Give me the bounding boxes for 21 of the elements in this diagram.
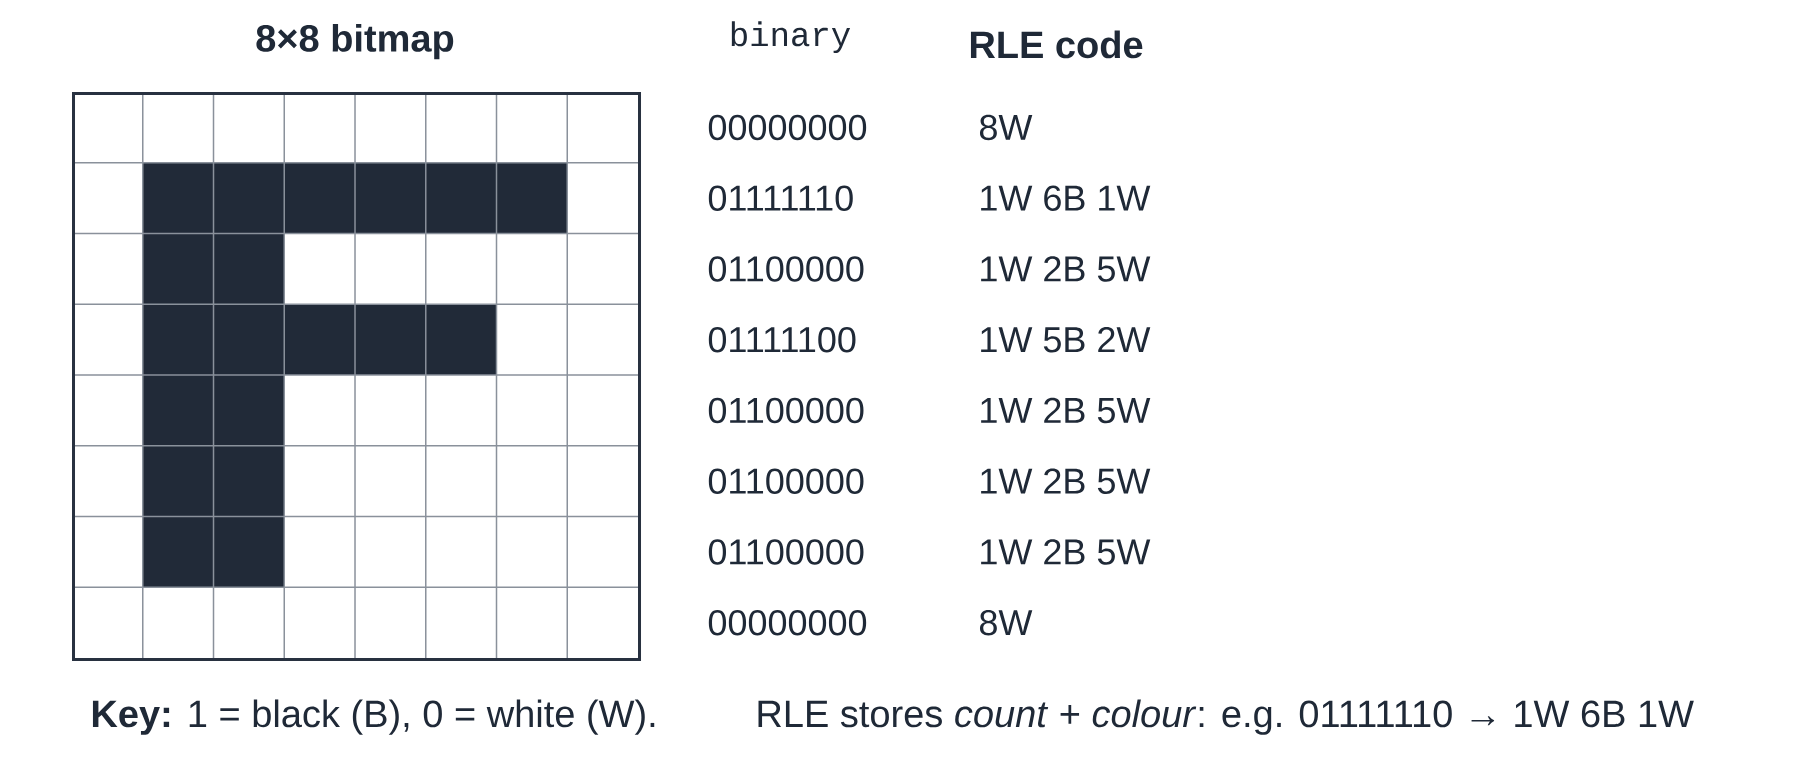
run-length-code: 1W 5B 2W bbox=[981, 326, 1151, 353]
run-length-code: 8W bbox=[980, 114, 1033, 141]
binary-code: 01100000 bbox=[708, 539, 864, 565]
heading: 8×8 bitmap bbox=[256, 23, 454, 60]
column-heading: RLE code bbox=[970, 30, 1143, 59]
binary-code: 01100000 bbox=[708, 256, 864, 282]
run-length-code: 1W 2B 5W bbox=[981, 256, 1151, 282]
key-note: RLE stores count + colour: e.g. 01111110 → 1W 6B 1W bbox=[758, 699, 1694, 735]
binary-code: 00000000 bbox=[708, 114, 867, 141]
binary-code: 01111100 bbox=[708, 326, 856, 353]
run-length-code: 1W 2B 5W bbox=[981, 397, 1151, 424]
binary-code: 01100000 bbox=[708, 397, 864, 424]
binary-code: 01111110 bbox=[708, 185, 853, 211]
run-length-code: 1W 2B 5W bbox=[981, 539, 1151, 565]
run-length-code: 1W 6B 1W bbox=[981, 185, 1151, 211]
run-length-code: 1W 2B 5W bbox=[981, 468, 1151, 494]
run-length-code: 8W bbox=[980, 609, 1033, 636]
key-note: Key: 1 = black (B), 0 = white (W). bbox=[92, 699, 655, 735]
binary-code: 01100000 bbox=[708, 468, 864, 494]
binary-code: 00000000 bbox=[708, 609, 867, 636]
column-heading: binary bbox=[731, 21, 851, 54]
